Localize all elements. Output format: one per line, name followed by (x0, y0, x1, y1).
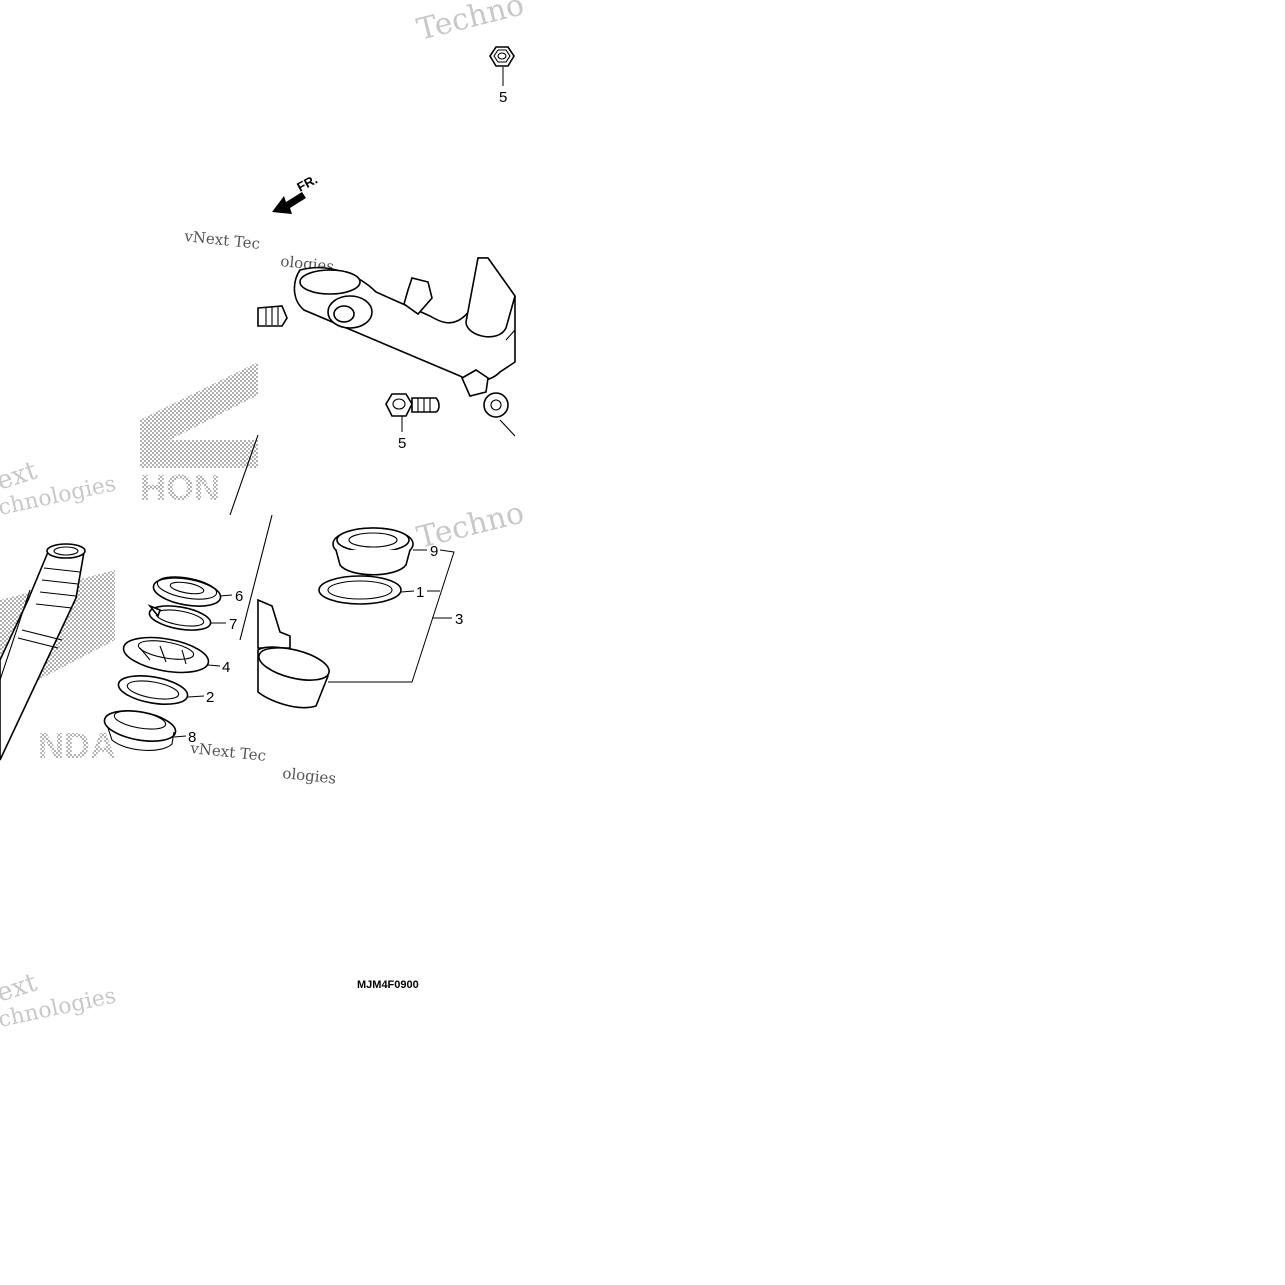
part-lock-nut[interactable] (151, 573, 222, 611)
callout-9: 9 (430, 543, 438, 560)
callout-3: 3 (455, 611, 463, 628)
part-tapered-bearing[interactable] (102, 706, 178, 751)
callout-7: 7 (229, 616, 237, 633)
callout-5-top: 5 (499, 89, 507, 106)
watermark-vnext-bottom: vNext Tec (189, 739, 267, 765)
drawing-code: MJM4F0900 (357, 979, 419, 991)
front-arrow-icon (272, 192, 306, 214)
callout-1: 1 (416, 584, 424, 601)
callout-labels: 5 5 9 1 3 6 7 4 2 8 (188, 89, 507, 746)
part-adjusting-nut[interactable] (121, 632, 211, 678)
part-steering-stem[interactable] (0, 543, 86, 761)
callout-4: 4 (222, 659, 230, 676)
part-bolt-stub-left[interactable] (257, 305, 288, 327)
watermark-honda-bottom: NDA (38, 725, 116, 766)
watermark-layer: Techno Techno vNext Tec ologies vNext Te… (0, 0, 528, 1033)
callout-2: 2 (206, 689, 214, 706)
watermark-honda-top: HON (140, 467, 220, 508)
watermark-technologies-top: Techno (413, 0, 527, 48)
part-bearing-upper-seal[interactable] (332, 527, 414, 576)
watermark-vnext-top: vNext Tec (183, 227, 261, 253)
part-flange-nut[interactable] (489, 46, 515, 67)
part-head-pipe-lower[interactable] (256, 598, 333, 709)
part-inner-seal[interactable] (116, 671, 189, 709)
part-steering-bridge[interactable] (293, 257, 516, 437)
watermark-ologies-bottom: ologies (282, 764, 337, 788)
front-direction-indicator: FR. (272, 172, 320, 214)
part-flange-bolt[interactable] (385, 393, 440, 417)
part-dust-seal[interactable] (318, 575, 402, 605)
callout-8: 8 (188, 729, 196, 746)
honda-wing-logo-top (140, 362, 258, 468)
leader-lines (173, 549, 455, 738)
callout-5-mid: 5 (398, 435, 406, 452)
front-direction-label: FR. (294, 172, 320, 195)
frame-edge-line-top (229, 434, 259, 516)
callout-6: 6 (235, 588, 243, 605)
frame-edge-line-bottom (239, 514, 273, 641)
